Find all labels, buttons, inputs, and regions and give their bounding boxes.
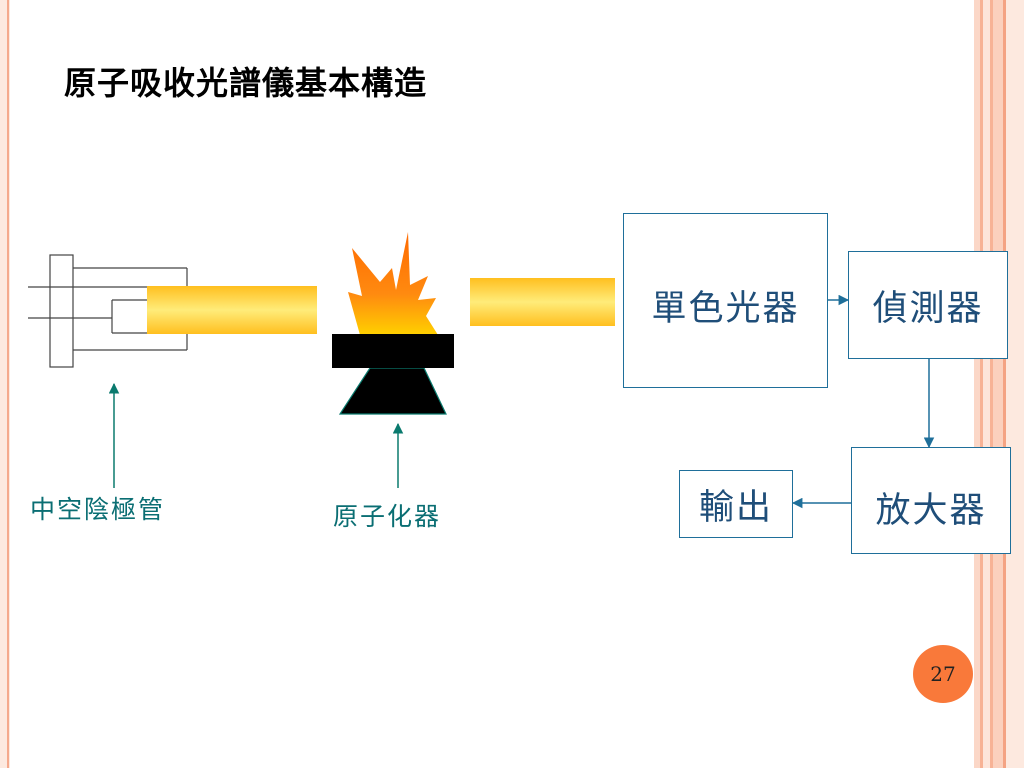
light-beam-right <box>470 278 615 326</box>
detector-label: 偵測器 <box>872 288 984 329</box>
burner-head <box>332 334 454 368</box>
flame-icon <box>348 232 438 335</box>
hollow-cathode-lamp-label: 中空陰極管 <box>30 495 166 524</box>
light-beam-left <box>147 286 317 334</box>
amplifier-label: 放大器 <box>875 491 987 531</box>
burner-base <box>338 367 447 415</box>
left-margin <box>0 0 10 768</box>
output-label: 輸出 <box>698 487 773 528</box>
right-decorative-stripes <box>974 0 1024 768</box>
page-number: 27 <box>930 662 956 686</box>
detector-box: 偵測器 <box>848 251 1008 359</box>
slide-title: 原子吸收光譜儀基本構造 <box>64 64 428 102</box>
output-box: 輸出 <box>679 470 793 538</box>
monochromator-box: 單色光器 <box>623 213 828 388</box>
monochromator-label: 單色光器 <box>651 289 800 329</box>
page-number-badge: 27 <box>913 645 973 703</box>
atomizer-label: 原子化器 <box>333 502 442 531</box>
amplifier-box: 放大器 <box>851 447 1011 554</box>
